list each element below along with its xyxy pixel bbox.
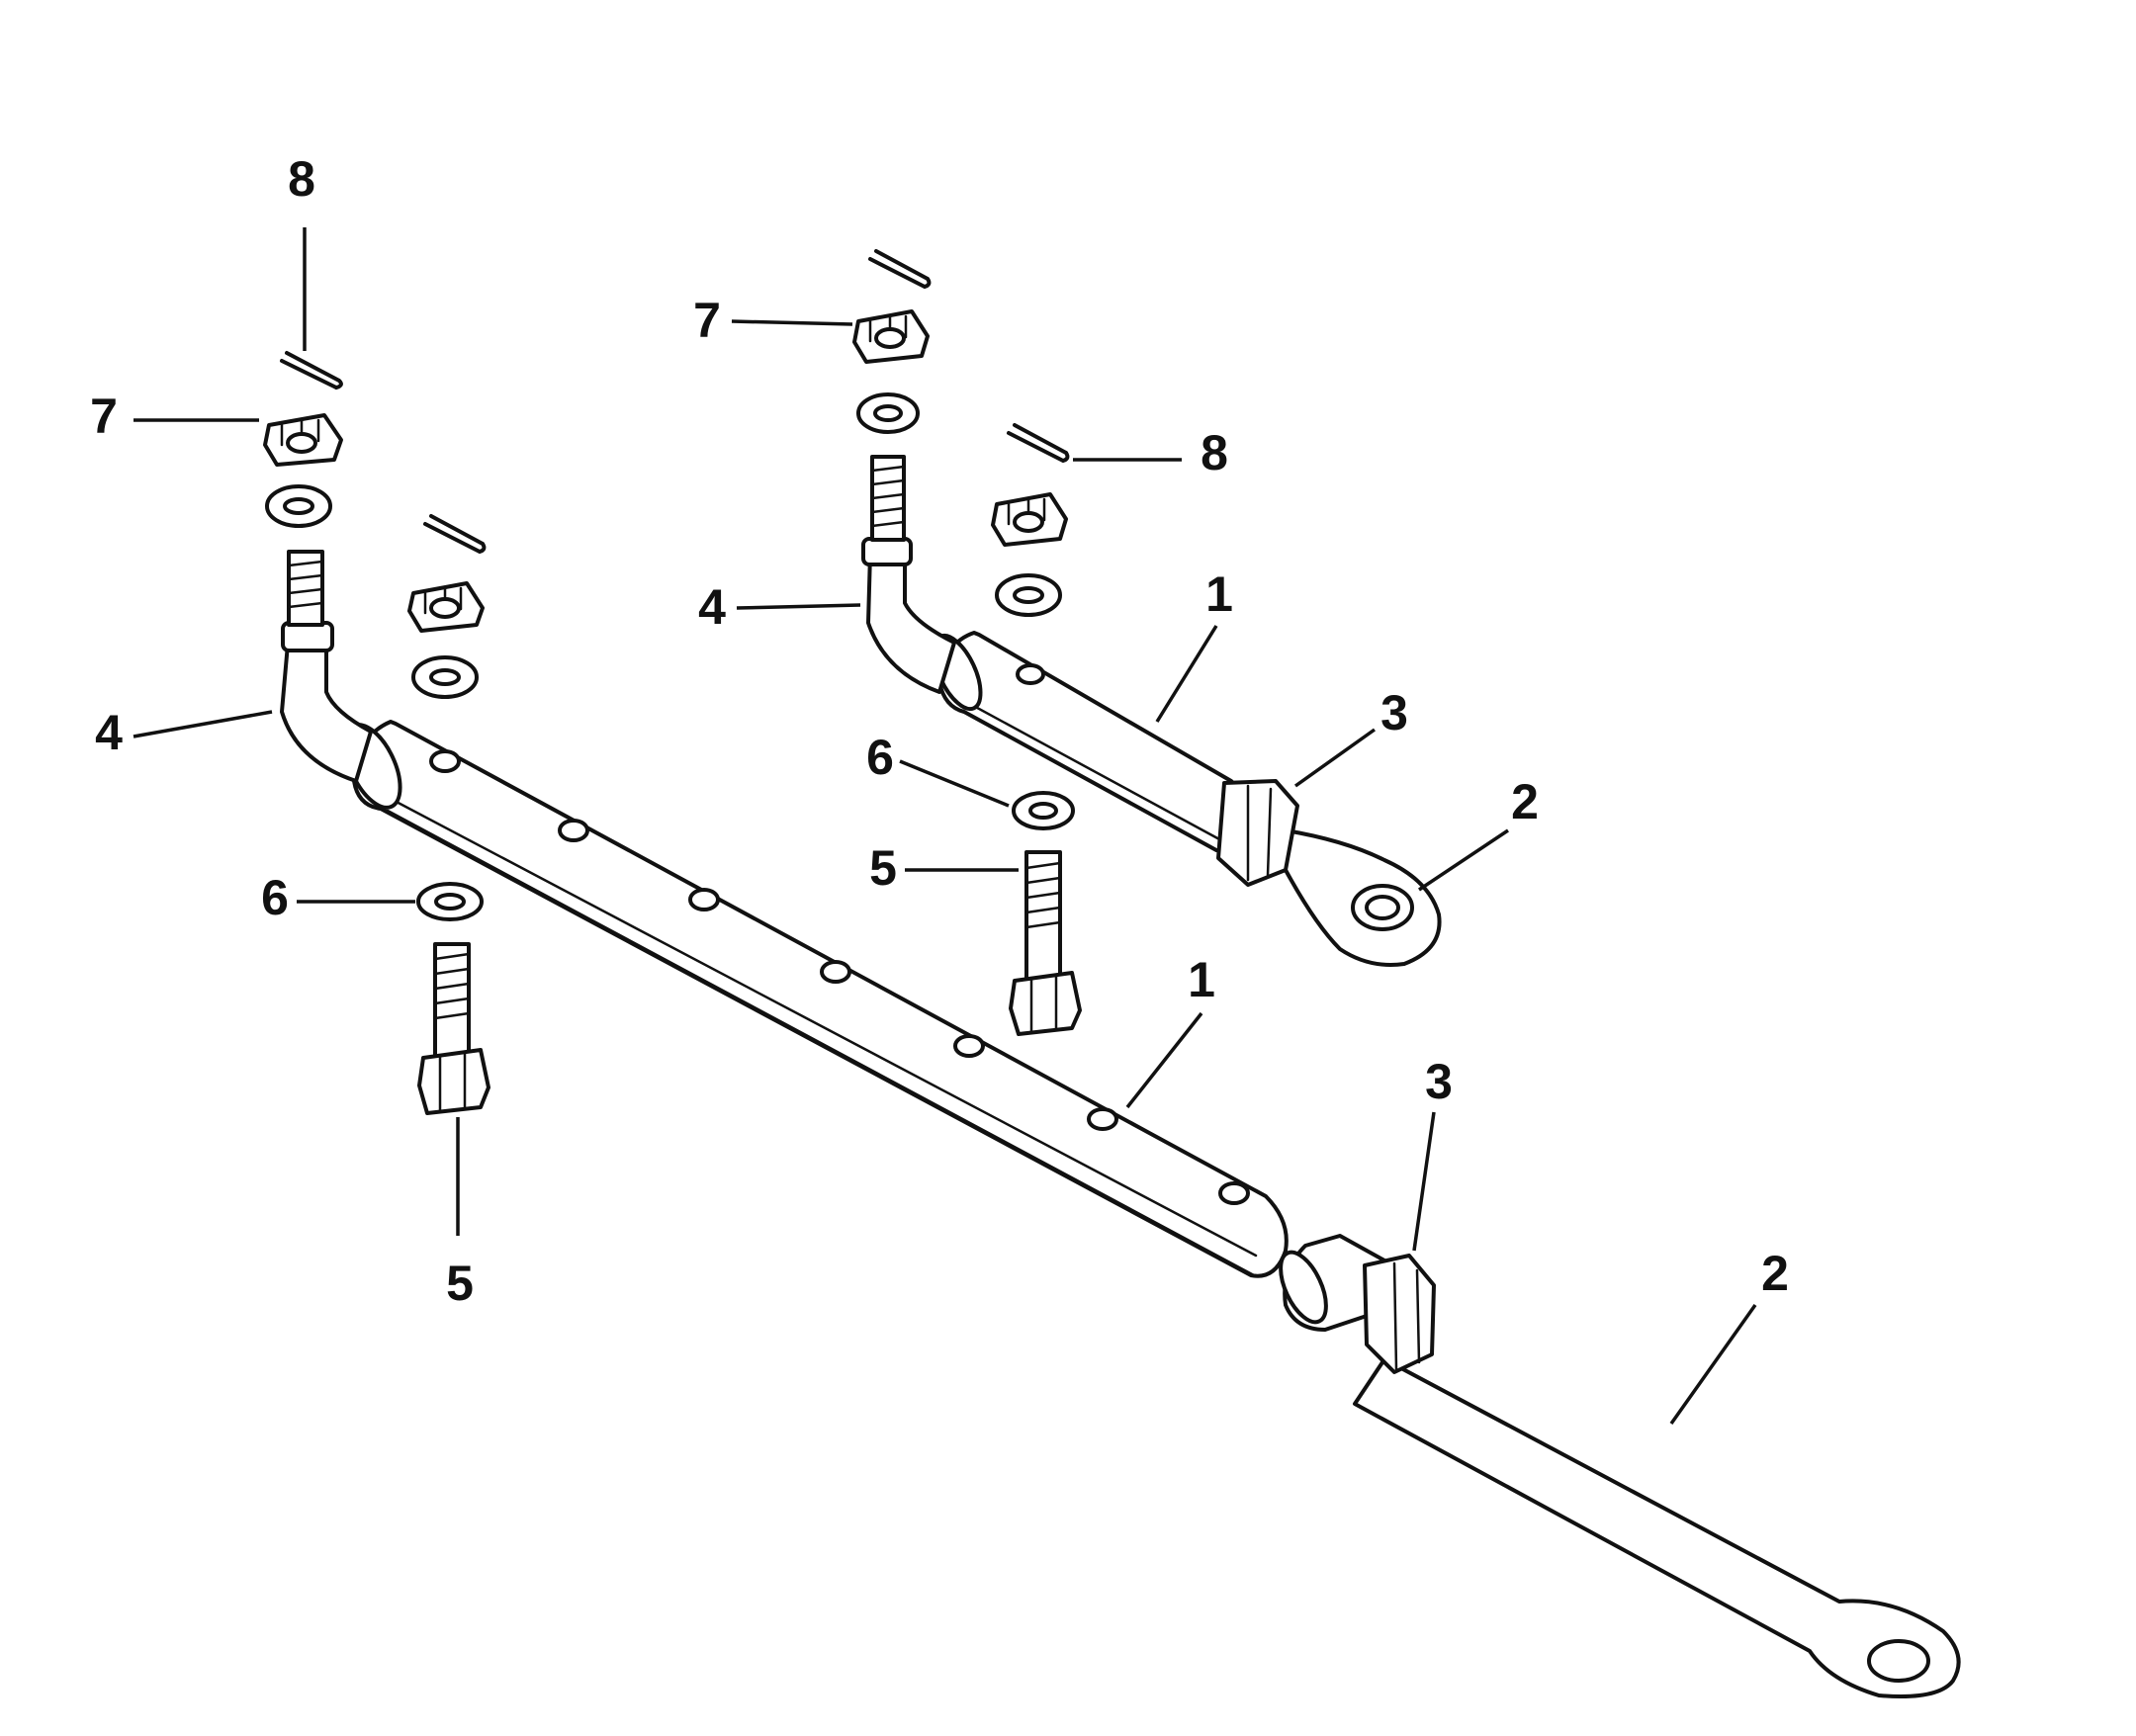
rod-end-short: [1284, 828, 1442, 967]
callout-1-upper: 1: [1205, 566, 1233, 622]
tube-hole: [953, 1034, 985, 1058]
washer-6-left: [416, 882, 484, 921]
cotter-pin-left-2: [423, 514, 487, 554]
tube-hole: [558, 819, 589, 842]
callout-2-upper: 2: [1511, 774, 1539, 829]
washer-6-right: [1012, 791, 1075, 830]
stud-elbow-right: [861, 455, 956, 694]
bolt-5-right: [1009, 850, 1082, 1036]
washer-right-top: [856, 392, 920, 434]
callout-8-left: 8: [288, 151, 315, 207]
jam-nut-upper: [1216, 779, 1299, 887]
cotter-pin-right-top: [868, 249, 932, 289]
callout-3-upper: 3: [1380, 685, 1408, 740]
tube-short: [932, 631, 1251, 853]
jam-nut-lower: [1363, 1254, 1436, 1374]
callout-5-left: 5: [446, 1256, 474, 1311]
callout-1-lower: 1: [1188, 952, 1215, 1007]
washer-left-top: [265, 484, 332, 528]
tube-hole: [429, 749, 461, 773]
cotter-pin-left: [280, 351, 343, 390]
callout-3-lower: 3: [1425, 1054, 1453, 1109]
callout-8-right: 8: [1201, 425, 1228, 480]
castle-nut-right-2: [991, 492, 1068, 547]
castle-nut-left-2: [407, 581, 485, 633]
callout-4-right: 4: [698, 579, 726, 635]
callout-6-left: 6: [261, 870, 289, 925]
tube-hole: [1087, 1107, 1118, 1131]
callout-5-right: 5: [869, 840, 897, 896]
callout-2-lower: 2: [1761, 1246, 1789, 1301]
tube-hole: [1218, 1181, 1250, 1205]
cotter-pin-right-2: [1007, 423, 1070, 463]
callout-7-left: 7: [90, 389, 118, 444]
callout-7-right: 7: [693, 293, 721, 348]
callout-4-left: 4: [95, 705, 123, 760]
callout-6-right: 6: [866, 730, 894, 785]
bolt-5-left: [417, 942, 490, 1115]
tube-hole: [688, 888, 720, 911]
tube-hole: [1016, 663, 1045, 685]
washer-left-2: [411, 655, 479, 699]
washer-right-2: [995, 573, 1062, 617]
stud-elbow-left: [280, 550, 373, 783]
tube-hole: [820, 960, 851, 984]
callout-labels: 8 7 4 6 5 1 3 2 7 8 4 1 3 2 6 5: [90, 151, 1789, 1311]
sleeve-lower: [1279, 1234, 1386, 1332]
leader-lines: [133, 227, 1757, 1426]
rod-end-long: [1353, 1357, 1961, 1698]
castle-nut-left: [263, 413, 343, 467]
castle-nut-right: [852, 309, 930, 364]
